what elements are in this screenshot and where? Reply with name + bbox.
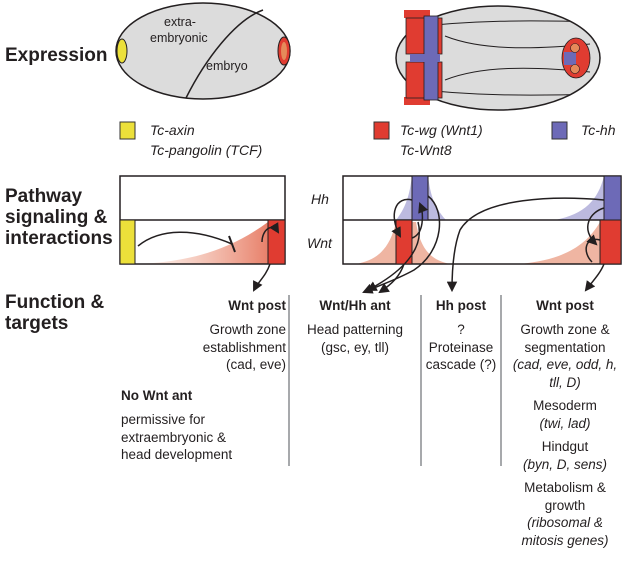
- egg-right-body: [395, 5, 601, 111]
- col4-g1d: tll, D): [549, 374, 581, 390]
- col4-g1c: (cad, eve, odd, h,: [512, 357, 618, 372]
- pathway-left-inhibition-arc: [137, 231, 233, 247]
- col1-line3: (cad, eve): [225, 357, 286, 372]
- col4-g2b: (twi, lad): [539, 415, 591, 431]
- col1-line2: establishment: [202, 339, 286, 355]
- egg-left: [115, 2, 291, 100]
- legend-swatch-yellow: [119, 121, 136, 140]
- egg-right-blue-band-upper: [423, 15, 439, 57]
- egg-left-body: [115, 2, 291, 100]
- pathway-label-wnt: Wnt: [307, 235, 333, 251]
- col1-permissive-2: extraembryonic &: [121, 429, 227, 445]
- legend-axin: Tc-axin: [150, 122, 195, 138]
- egg-label-extra2: embryonic: [150, 31, 208, 45]
- pathway-right-arrow-ant-hh: [366, 221, 420, 291]
- row-label-expression: Expression: [5, 45, 108, 66]
- legend-wnt8: Tc-Wnt8: [400, 142, 452, 158]
- col1-header2: No Wnt ant: [121, 388, 193, 403]
- pathway-left-autoloop: [261, 222, 280, 243]
- legend-hh: Tc-hh: [581, 122, 616, 138]
- row-label-pathway-line1: Pathway: [5, 186, 83, 207]
- legend-swatch-red: [373, 121, 390, 140]
- col2-header: Wnt/Hh ant: [319, 298, 391, 313]
- function-col-wnt-hh-ant: Wnt/Hh ant Head patterning (gsc, ey, tll…: [292, 297, 418, 356]
- egg-left-boundary: [185, 9, 264, 99]
- legend-swatch-blue: [551, 121, 568, 140]
- legend-wg: Tc-wg (Wnt1): [400, 122, 483, 138]
- col4-g1b: segmentation: [524, 339, 606, 355]
- egg-left-yellow-pole: [116, 38, 128, 64]
- function-col-wnt-post-right: Wnt post Growth zone & segmentation (cad…: [503, 297, 627, 549]
- legend-pangolin: Tc-pangolin (TCF): [150, 142, 262, 158]
- col3-line3: cascade (?): [425, 357, 497, 372]
- pathway-left-inhibition-bar: [228, 235, 236, 253]
- col3-header: Hh post: [435, 298, 487, 313]
- col4-g4d: mitosis genes): [521, 532, 609, 548]
- col1-permissive-1: permissive for: [121, 412, 206, 427]
- egg-right: [395, 5, 601, 111]
- col4-g4a: Metabolism &: [524, 480, 606, 495]
- col4-g4c: (ribosomal &: [527, 515, 603, 530]
- col3-line1: ?: [457, 322, 465, 337]
- pathway-right-arrow-hh-post: [446, 197, 605, 293]
- egg-right-post-orange-2: [570, 64, 580, 74]
- col3-line2: Proteinase: [428, 339, 494, 355]
- egg-right-post-orange-1: [570, 43, 580, 53]
- row-label-function-line1: Function &: [5, 292, 105, 313]
- egg-right-head-red-upper: [404, 10, 430, 18]
- pathway-right-arrow-hh-to-wnt: [391, 198, 413, 238]
- pathway-left-wnt-gradient: [136, 222, 268, 264]
- pathway-right-arrow-ant-wnt: [378, 263, 405, 294]
- col4-g2a: Mesoderm: [533, 398, 597, 413]
- col1-permissive-3: head development: [121, 447, 233, 462]
- pathway-left-red: [267, 219, 286, 265]
- col4-g1a: Growth zone &: [520, 322, 610, 337]
- function-col-wnt-post-left: Wnt post Growth zone establishment (cad,…: [168, 297, 286, 374]
- pathway-right-arrow-post-wnt-out: [584, 263, 605, 292]
- pathway-label-hh: Hh: [311, 191, 329, 207]
- pathway-right-wnt-gradient-post: [520, 222, 600, 264]
- row-label-function: Function & targets: [5, 292, 104, 334]
- function-col-no-wnt-ant: No Wnt ant permissive for extraembryonic…: [121, 387, 286, 464]
- col2-line1: Head patterning: [306, 322, 404, 337]
- egg-left-orange-pole-inner: [281, 42, 287, 60]
- col4-header: Wnt post: [536, 298, 594, 313]
- pathway-right-arrow-post-wnt-loop: [585, 238, 601, 263]
- egg-right-head-red-lower: [404, 97, 430, 105]
- pathway-left: [119, 175, 286, 292]
- pathway-right-hh-gradient-post: [555, 176, 604, 220]
- function-col-hh-post: Hh post ? Proteinase cascade (?): [422, 297, 500, 374]
- pathway-right: [342, 175, 622, 294]
- egg-label-extra1: extra-: [164, 15, 196, 29]
- row-label-pathway: Pathway signaling & interactions: [5, 186, 113, 249]
- pathway-left-output-arrow: [253, 263, 271, 292]
- col4-g3a: Hindgut: [541, 439, 589, 454]
- egg-right-blue-midline: [410, 54, 440, 62]
- row-label-pathway-line3: interactions: [5, 228, 113, 249]
- col2-line2: (gsc, ey, tll): [320, 339, 389, 355]
- col4-g4b: growth: [544, 497, 586, 513]
- pathway-right-red-post: [599, 219, 622, 265]
- col1-line1: Growth zone: [209, 322, 286, 337]
- egg-right-blue-band-lower: [423, 59, 439, 101]
- egg-label-embryo: embryo: [206, 59, 248, 73]
- col4-g3b: (byn, D, sens): [522, 456, 608, 472]
- pathway-left-yellow: [119, 219, 136, 265]
- pathway-right-blue-ant: [411, 175, 429, 221]
- row-label-pathway-line2: signaling &: [5, 207, 108, 228]
- row-label-function-line2: targets: [5, 313, 69, 334]
- pathway-right-arrow-wnt-to-hh: [411, 202, 428, 239]
- col1-header: Wnt post: [228, 298, 286, 313]
- pathway-right-blue-post: [603, 175, 622, 221]
- egg-right-post-blue: [564, 52, 576, 65]
